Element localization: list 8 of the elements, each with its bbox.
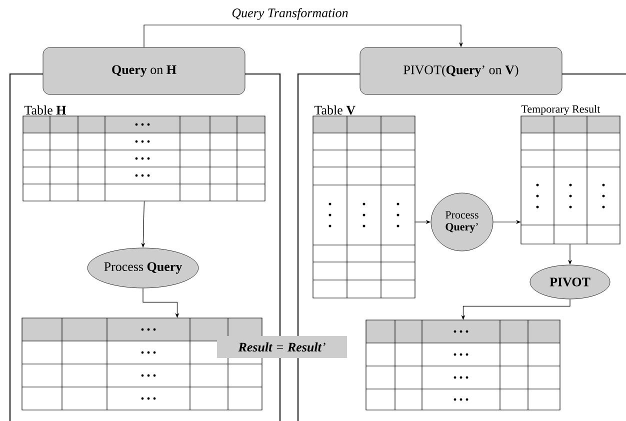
table-title: Table H (24, 105, 66, 115)
table-title: Temporary Result (521, 105, 600, 115)
edge-label: Query Transformation (230, 7, 350, 21)
panel-header-box: Query on H (42, 47, 246, 95)
result-box: Result = Result’ (217, 336, 347, 358)
panel-header-box: PIVOT(Query’ on V) (360, 47, 562, 95)
arrow (144, 24, 464, 48)
table-title: Table V (314, 105, 356, 115)
